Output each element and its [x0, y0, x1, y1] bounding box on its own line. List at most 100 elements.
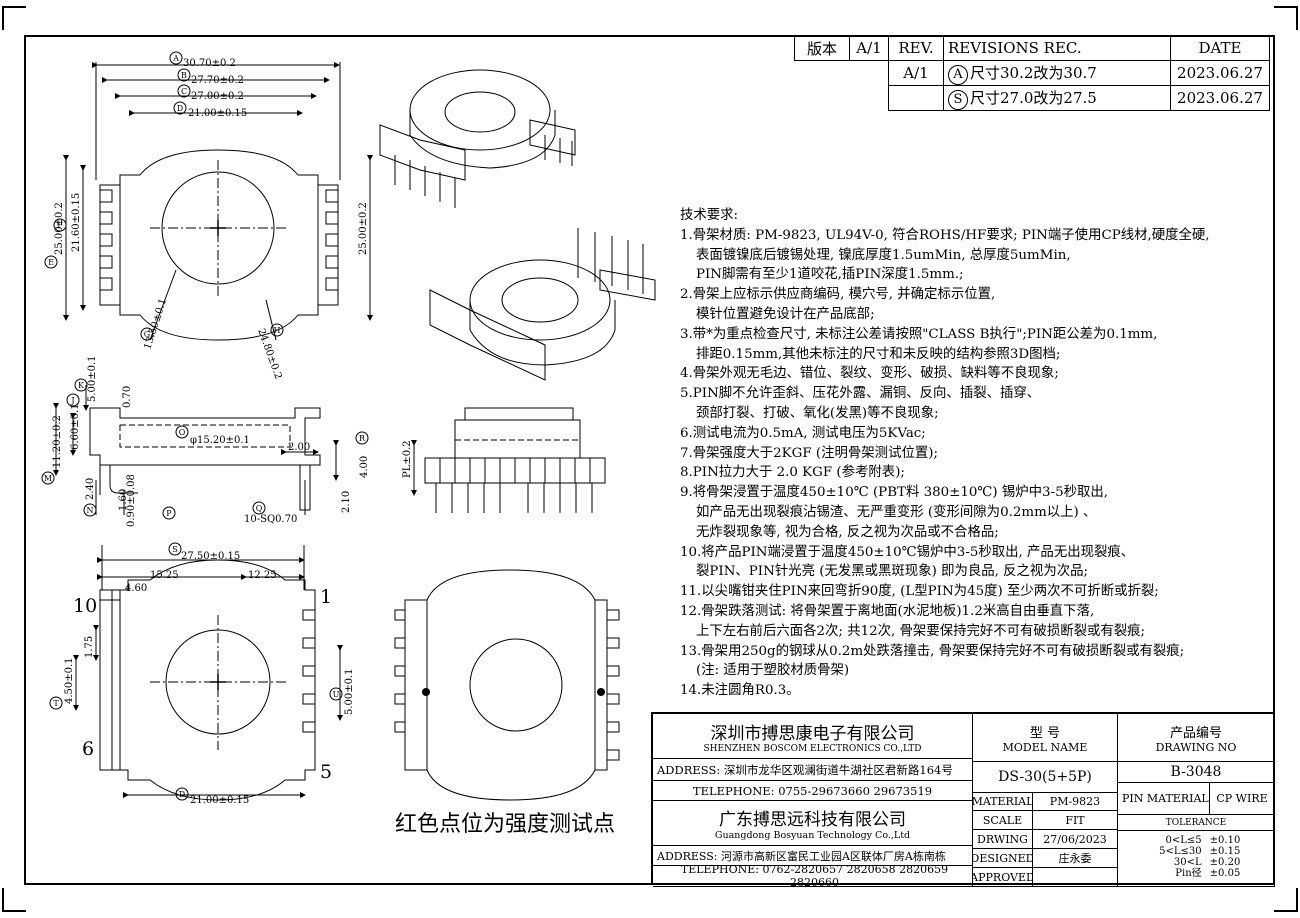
note-line: 3.带*为重点检查尺寸, 未标注公差请按照"CLASS B执行";PIN距公差为…: [680, 326, 1158, 342]
dim-bottom-l6: 5.00±0.1: [344, 668, 355, 715]
corner-mark-bottom-left: [2, 888, 26, 912]
pin-label-1: 1: [320, 586, 332, 608]
marker-j: J: [70, 396, 74, 405]
dim-top-f: 21.60±0.15: [71, 193, 82, 252]
rev-mark-s: S: [948, 89, 968, 110]
dim-side-l3: 11.20±0.2: [52, 415, 63, 468]
dim-side-l10: 0.90±0.08: [126, 474, 137, 527]
address1: ADDRESS: 深圳市龙华区观澜街道牛湖社区君新路164号: [653, 759, 973, 781]
dim-front-pl: PL±0.2: [402, 440, 413, 478]
dimension-markers: [41, 51, 369, 801]
corner-mark-bottom-right: [1274, 888, 1298, 912]
dim-top-right: 25.00±0.2: [358, 202, 369, 255]
note-line: (注: 适用于塑胶材质骨架): [696, 663, 850, 679]
strength-test-note: 红色点位为强度测试点: [395, 812, 616, 837]
marker-f: F: [57, 221, 63, 230]
pin-label-6: 6: [82, 738, 94, 760]
company1-en: SHENZHEN BOSCOM ELECTRONICS CO.,LTD: [703, 743, 922, 754]
dim-side-l4: 6.60±0.1: [70, 403, 81, 450]
marker-c: C: [181, 87, 187, 96]
drawing-header: 产品编号 DRAWING NO: [1118, 714, 1275, 762]
note-line: 5.PIN脚不允许歪斜、压花外露、漏铜、反向、插裂、插穿、: [680, 386, 1041, 402]
note-line: 9.将骨架浸置于温度450±10℃ (PBT料 380±10℃) 锡炉中3-5秒…: [680, 485, 1109, 501]
company1-cn: 深圳市搏思康电子有限公司: [710, 723, 915, 744]
drwing-value: 27/06/2023: [1033, 830, 1118, 849]
marker-s: S: [172, 545, 177, 554]
marker-m: M: [44, 474, 52, 483]
dim-bottom-l4: 1.75: [84, 636, 95, 658]
isometric-view-2: [429, 228, 656, 381]
marker-e: E: [48, 258, 54, 267]
drawing-cn: 产品编号: [1169, 725, 1222, 741]
dim-side-l1: 5.00±0.1: [87, 355, 98, 402]
bottom-view: [73, 545, 343, 801]
dim-bottom-l2: 12.25: [248, 570, 277, 581]
tolerance-row: 0<L≤5±0.10: [1165, 835, 1241, 846]
marker-k: K: [78, 381, 85, 390]
isometric-view-1: [379, 69, 576, 208]
scale-value: FIT: [1033, 811, 1118, 830]
corner-mark-top-left: [2, 6, 26, 30]
telephone1: TELEPHONE: 0755-29673660 29673519: [653, 781, 973, 801]
note-line: 4.骨架外观无毛边、错位、裂纹、变形、破损、缺料等不良现象;: [680, 366, 1059, 382]
marker-r: R: [359, 434, 366, 443]
drawing-value: B-3048: [1118, 762, 1275, 783]
note-line: 排距0.15mm,其他未标注的尺寸和未反映的结构参照3D图档;: [696, 346, 1061, 362]
tolerance-row: 5<L≤30±0.15: [1159, 846, 1241, 857]
note-line: 2.骨架上应标示供应商编码, 模穴号, 并确定标示位置,: [680, 287, 996, 303]
note-line: 7.骨架强度大于2KGF (注明骨架测试位置);: [680, 445, 938, 461]
top-view: [63, 62, 373, 341]
material-value: PM-9823: [1033, 793, 1118, 811]
strength-test-point: [597, 688, 605, 696]
approved-value: [1033, 868, 1118, 887]
dim-side-l6: 2.00: [288, 442, 310, 453]
marker-a: A: [172, 54, 179, 63]
telephone2: TELEPHONE: 0762-2820657 2820658 2820659 …: [653, 866, 973, 887]
tolerance-row: Pin径±0.05: [1175, 868, 1241, 879]
dim-bottom-l1: 15.25: [150, 570, 179, 581]
model-header: 型 号 MODEL NAME: [973, 714, 1118, 762]
company1-cell: 深圳市搏思康电子有限公司 SHENZHEN BOSCOM ELECTRONICS…: [653, 714, 973, 759]
marker-g: G: [144, 330, 150, 339]
title-block: 深圳市搏思康电子有限公司 SHENZHEN BOSCOM ELECTRONICS…: [651, 712, 1275, 887]
dim-bottom-l7: 21.00±0.15: [190, 795, 249, 806]
side-view-2: [394, 569, 620, 801]
pin-label-10: 10: [73, 595, 97, 617]
drawing-frame: [24, 35, 1275, 885]
designed-value: 庄永委: [1033, 849, 1118, 868]
drwing-label: DRWING: [973, 830, 1033, 849]
note-line: 颈部打裂、打破、氧化(发黑)等不良现象;: [696, 405, 939, 421]
note-line: 8.PIN拉力大于 2.0 KGF (参考附表);: [680, 465, 905, 481]
company2-cn: 广东搏思远科技有限公司: [719, 810, 906, 830]
company2-en: Guangdong Bosyuan Technology Co.,Ltd: [714, 830, 911, 841]
note-line: 如产品无出现裂痕沾锡渣、无严重变形 (变形间隙为0.2mm以上) 、: [696, 504, 1097, 520]
marker-d: D: [177, 104, 183, 113]
dim-top-b: 27.70±0.2: [191, 75, 244, 86]
marker-b: B: [181, 71, 187, 80]
technical-requirements: 技术要求: 1.骨架材质: PM-9823, UL94V-0, 符合ROHS/H…: [680, 206, 1270, 701]
note-line: 1.骨架材质: PM-9823, UL94V-0, 符合ROHS/HF要求; P…: [680, 227, 1210, 243]
marker-q: Q: [256, 504, 263, 513]
note-line: 14.未注圆角R0.3。: [680, 683, 800, 699]
strength-test-point: [422, 688, 430, 696]
note-line: 10.将产品PIN端浸置于温度450±10℃锡炉中3-5秒取出, 产品无出现裂痕…: [680, 544, 1135, 560]
marker-o: O: [179, 428, 186, 437]
dim-side-l12: 10-SQ0.70: [244, 514, 297, 525]
marker-t: T: [53, 699, 59, 708]
side-view: [53, 385, 339, 515]
dim-top-g: 13.50±0.1: [142, 297, 169, 351]
model-cn: 型 号: [1029, 725, 1061, 741]
material-label: MATERIAL: [973, 793, 1033, 811]
notes-heading: 技术要求:: [680, 208, 739, 223]
tolerance-label: TOLERANCE: [1118, 815, 1275, 831]
tolerance-table: 0<L≤5±0.10 5<L≤30±0.15 30<L±0.20 Pin径±0.…: [1118, 831, 1275, 887]
rev-row1-date: 2023.06.27: [1170, 60, 1270, 86]
pin-label-5: 5: [320, 761, 332, 783]
note-line: 无炸裂现象等, 视为合格, 反之视为次品或不合格品;: [696, 524, 999, 540]
tolerance-row: 30<L±0.20: [1173, 857, 1241, 868]
marker-h: H: [274, 326, 281, 335]
